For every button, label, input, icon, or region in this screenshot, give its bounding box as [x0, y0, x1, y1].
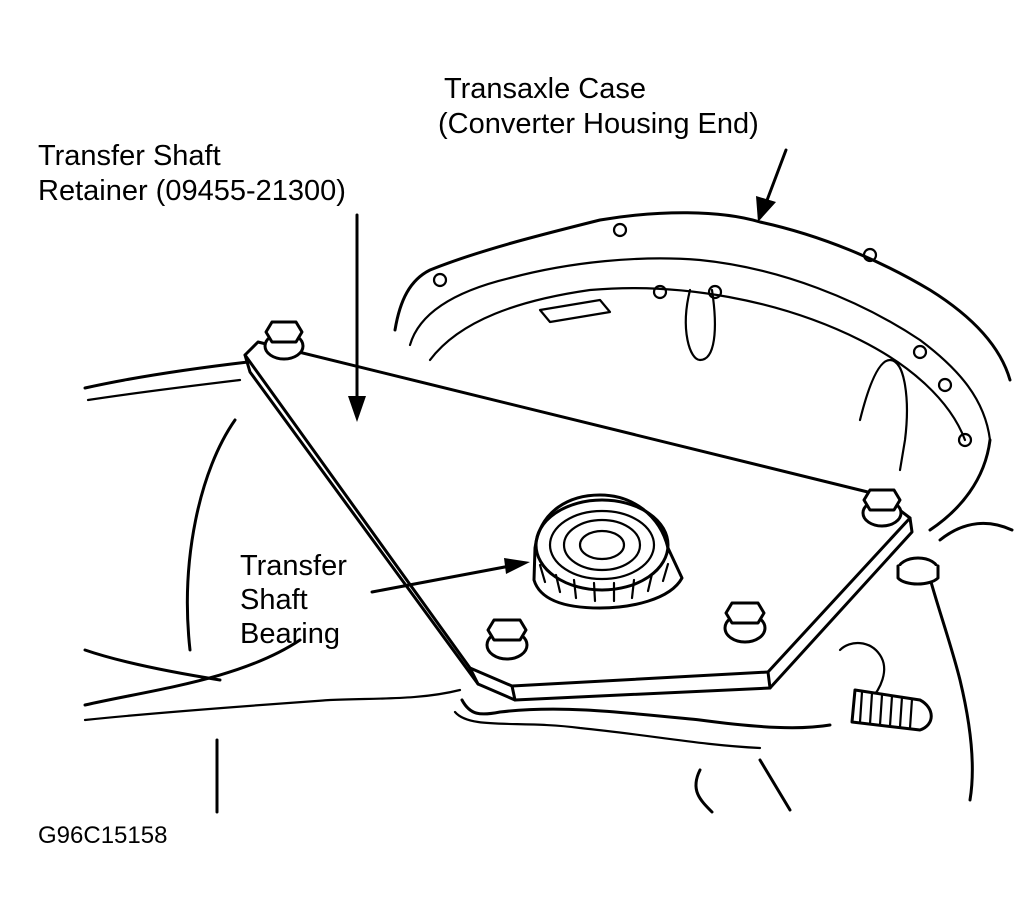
transaxle-housing [83, 360, 832, 814]
arrow-bearing [370, 558, 530, 594]
converter-housing [393, 211, 1014, 802]
bolt-right [861, 488, 903, 528]
bolt-bottom-left [485, 618, 529, 661]
label-transaxle-case: Transaxle Case [444, 73, 647, 105]
bolt-bottom-right [723, 601, 767, 644]
stud-bolt [850, 688, 933, 732]
label-bearing-shaft: Shaft [240, 584, 308, 616]
callout-arrows [348, 148, 788, 594]
arrow-retainer [348, 213, 366, 422]
bolt-housing-right [896, 556, 940, 586]
bolt-top-left [263, 320, 305, 361]
figure-id: G96C15158 [38, 822, 168, 849]
retainer-bolts [263, 320, 940, 732]
label-converter-housing-end: (Converter Housing End) [438, 108, 759, 140]
transfer-shaft-bearing [532, 493, 684, 610]
arrow-transaxle-case [756, 148, 788, 222]
label-bearing-bearing: Bearing [240, 618, 340, 650]
label-retainer-part-number: Retainer (09455-21300) [38, 175, 346, 207]
label-bearing-transfer: Transfer [240, 550, 347, 582]
label-transfer-shaft: Transfer Shaft [38, 140, 221, 172]
